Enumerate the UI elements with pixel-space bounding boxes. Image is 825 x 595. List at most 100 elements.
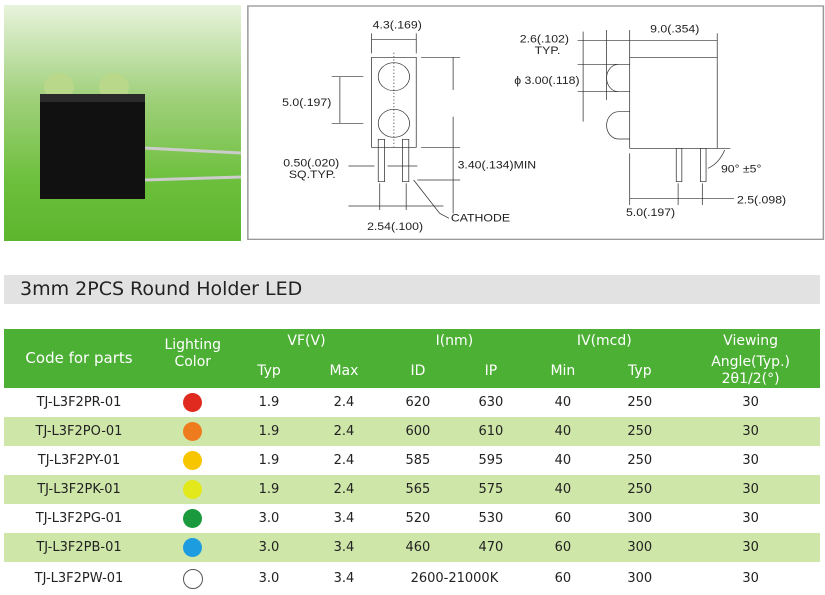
vf-max: 3.4: [333, 511, 355, 526]
led-holder-image: [40, 73, 242, 199]
iv-typ: 250: [598, 417, 682, 446]
color-swatch: [183, 451, 203, 470]
viewing-angle: 30: [742, 453, 759, 468]
dim-pin-pitch: 2.54(.100): [367, 221, 423, 233]
iv-min: 40: [527, 475, 599, 504]
header-iv: IV(mcd): [527, 329, 682, 354]
vf-max: 2.4: [333, 395, 355, 410]
part-code: TJ-L3F2PB-01: [4, 533, 154, 562]
part-code: TJ-L3F2PY-01: [37, 453, 121, 468]
color-swatch: [183, 422, 203, 441]
header-viewing-angle-line2: Angle(Typ.): [711, 354, 790, 370]
iv-min: 60: [554, 511, 572, 526]
iv-min: 40: [554, 453, 572, 468]
spec-table: Code for parts Lighting VF(V) I(nm) IV(m…: [4, 329, 820, 595]
dim-pin-from-front: 5.0(.197): [626, 207, 675, 219]
dim-top-width: 4.3(.169): [373, 19, 422, 31]
dimension-drawing: 4.3(.169) 5.0(.197) 0.50(.020) SQ.TYP. 3…: [247, 5, 825, 240]
dim-pin-spacing: 2.5(.098): [737, 194, 786, 206]
iv-typ: 250: [627, 453, 653, 468]
dim-dome-offset-note: TYP.: [535, 45, 561, 57]
header-vf-max: Max: [306, 354, 382, 388]
header-iv-typ: Typ: [598, 354, 682, 388]
iv-min: 60: [527, 533, 599, 562]
section-title: 3mm 2PCS Round Holder LED: [20, 278, 303, 300]
product-photo: [4, 5, 242, 241]
vf-max: 3.4: [333, 571, 355, 586]
vf-typ: 3.0: [258, 571, 280, 586]
vf-typ: 1.9: [231, 417, 307, 446]
part-code: TJ-L3F2PK-01: [4, 475, 154, 504]
iv-typ: 300: [627, 511, 653, 526]
color-cell: [154, 504, 232, 533]
viewing-angle: 30: [681, 417, 820, 446]
viewing-angle: 30: [742, 395, 759, 410]
viewing-angle: 30: [681, 533, 820, 562]
wl-ip: 595: [478, 453, 504, 468]
header-iv-min: Min: [527, 354, 599, 388]
vf-typ: 3.0: [231, 533, 307, 562]
header-viewing-angle-line3: 2θ1/2(°): [721, 371, 780, 387]
header-lighting: Lighting: [153, 329, 232, 354]
dim-pin-size: 0.50(.020): [283, 157, 339, 169]
dim-dome-offset: 2.6(.102): [520, 33, 569, 45]
iv-min: 60: [554, 571, 572, 586]
dim-pitch: 5.0(.197): [282, 97, 331, 109]
wavelength-range: 2600-21000K: [410, 571, 499, 586]
wl-ip: 610: [454, 417, 528, 446]
dim-angle: 90° ±5°: [721, 163, 761, 175]
color-swatch: [183, 480, 203, 499]
part-code: TJ-L3F2PO-01: [4, 417, 154, 446]
vf-typ: 1.9: [258, 395, 280, 410]
header-vf: VF(V): [231, 329, 382, 354]
header-wl: I(nm): [381, 329, 528, 354]
viewing-angle: 30: [742, 511, 759, 526]
color-swatch: [183, 509, 203, 528]
vf-max: 3.4: [306, 533, 382, 562]
header-viewing: Viewing: [681, 329, 820, 354]
section-title-bar: 3mm 2PCS Round Holder LED: [4, 275, 820, 304]
dim-length: 9.0(.354): [650, 23, 699, 35]
wl-ip: 630: [478, 395, 504, 410]
wl-ip: 530: [478, 511, 504, 526]
iv-typ: 300: [598, 533, 682, 562]
wl-ip: 470: [454, 533, 528, 562]
wl-id: 585: [405, 453, 431, 468]
wl-id: 460: [381, 533, 455, 562]
color-cell: [154, 388, 232, 417]
wl-id: 565: [381, 475, 455, 504]
color-cell: [153, 417, 232, 446]
wl-ip: 575: [454, 475, 528, 504]
part-code: TJ-L3F2PG-01: [35, 511, 123, 526]
vf-typ: 1.9: [231, 475, 307, 504]
dim-lead-min: 3.40(.134)MIN: [458, 159, 537, 171]
vf-typ: 1.9: [258, 453, 280, 468]
wl-id: 620: [405, 395, 431, 410]
iv-min: 40: [554, 395, 572, 410]
color-cell: [154, 562, 232, 595]
header-code: Code for parts: [4, 329, 154, 388]
header-viewing-angle: Angle(Typ.)2θ1/2(°): [681, 354, 820, 388]
dim-pin-size-note: SQ.TYP.: [289, 169, 336, 181]
vf-max: 2.4: [333, 453, 355, 468]
cathode-label: CATHODE: [451, 212, 510, 224]
iv-typ: 300: [627, 571, 653, 586]
table-row: TJ-L3F2PY-01 1.9 2.4 585 595 40 250 30: [4, 446, 820, 475]
color-cell: [154, 446, 232, 475]
vf-max: 2.4: [306, 475, 382, 504]
dim-diameter: ϕ 3.00(.118): [514, 75, 580, 87]
header-color: Color: [153, 354, 232, 388]
part-code: TJ-L3F2PR-01: [36, 395, 122, 410]
header-vf-typ: Typ: [231, 354, 307, 388]
iv-typ: 250: [598, 475, 682, 504]
color-cell: [153, 475, 232, 504]
color-swatch: [183, 538, 203, 557]
vf-max: 2.4: [306, 417, 382, 446]
color-swatch: [183, 393, 203, 412]
